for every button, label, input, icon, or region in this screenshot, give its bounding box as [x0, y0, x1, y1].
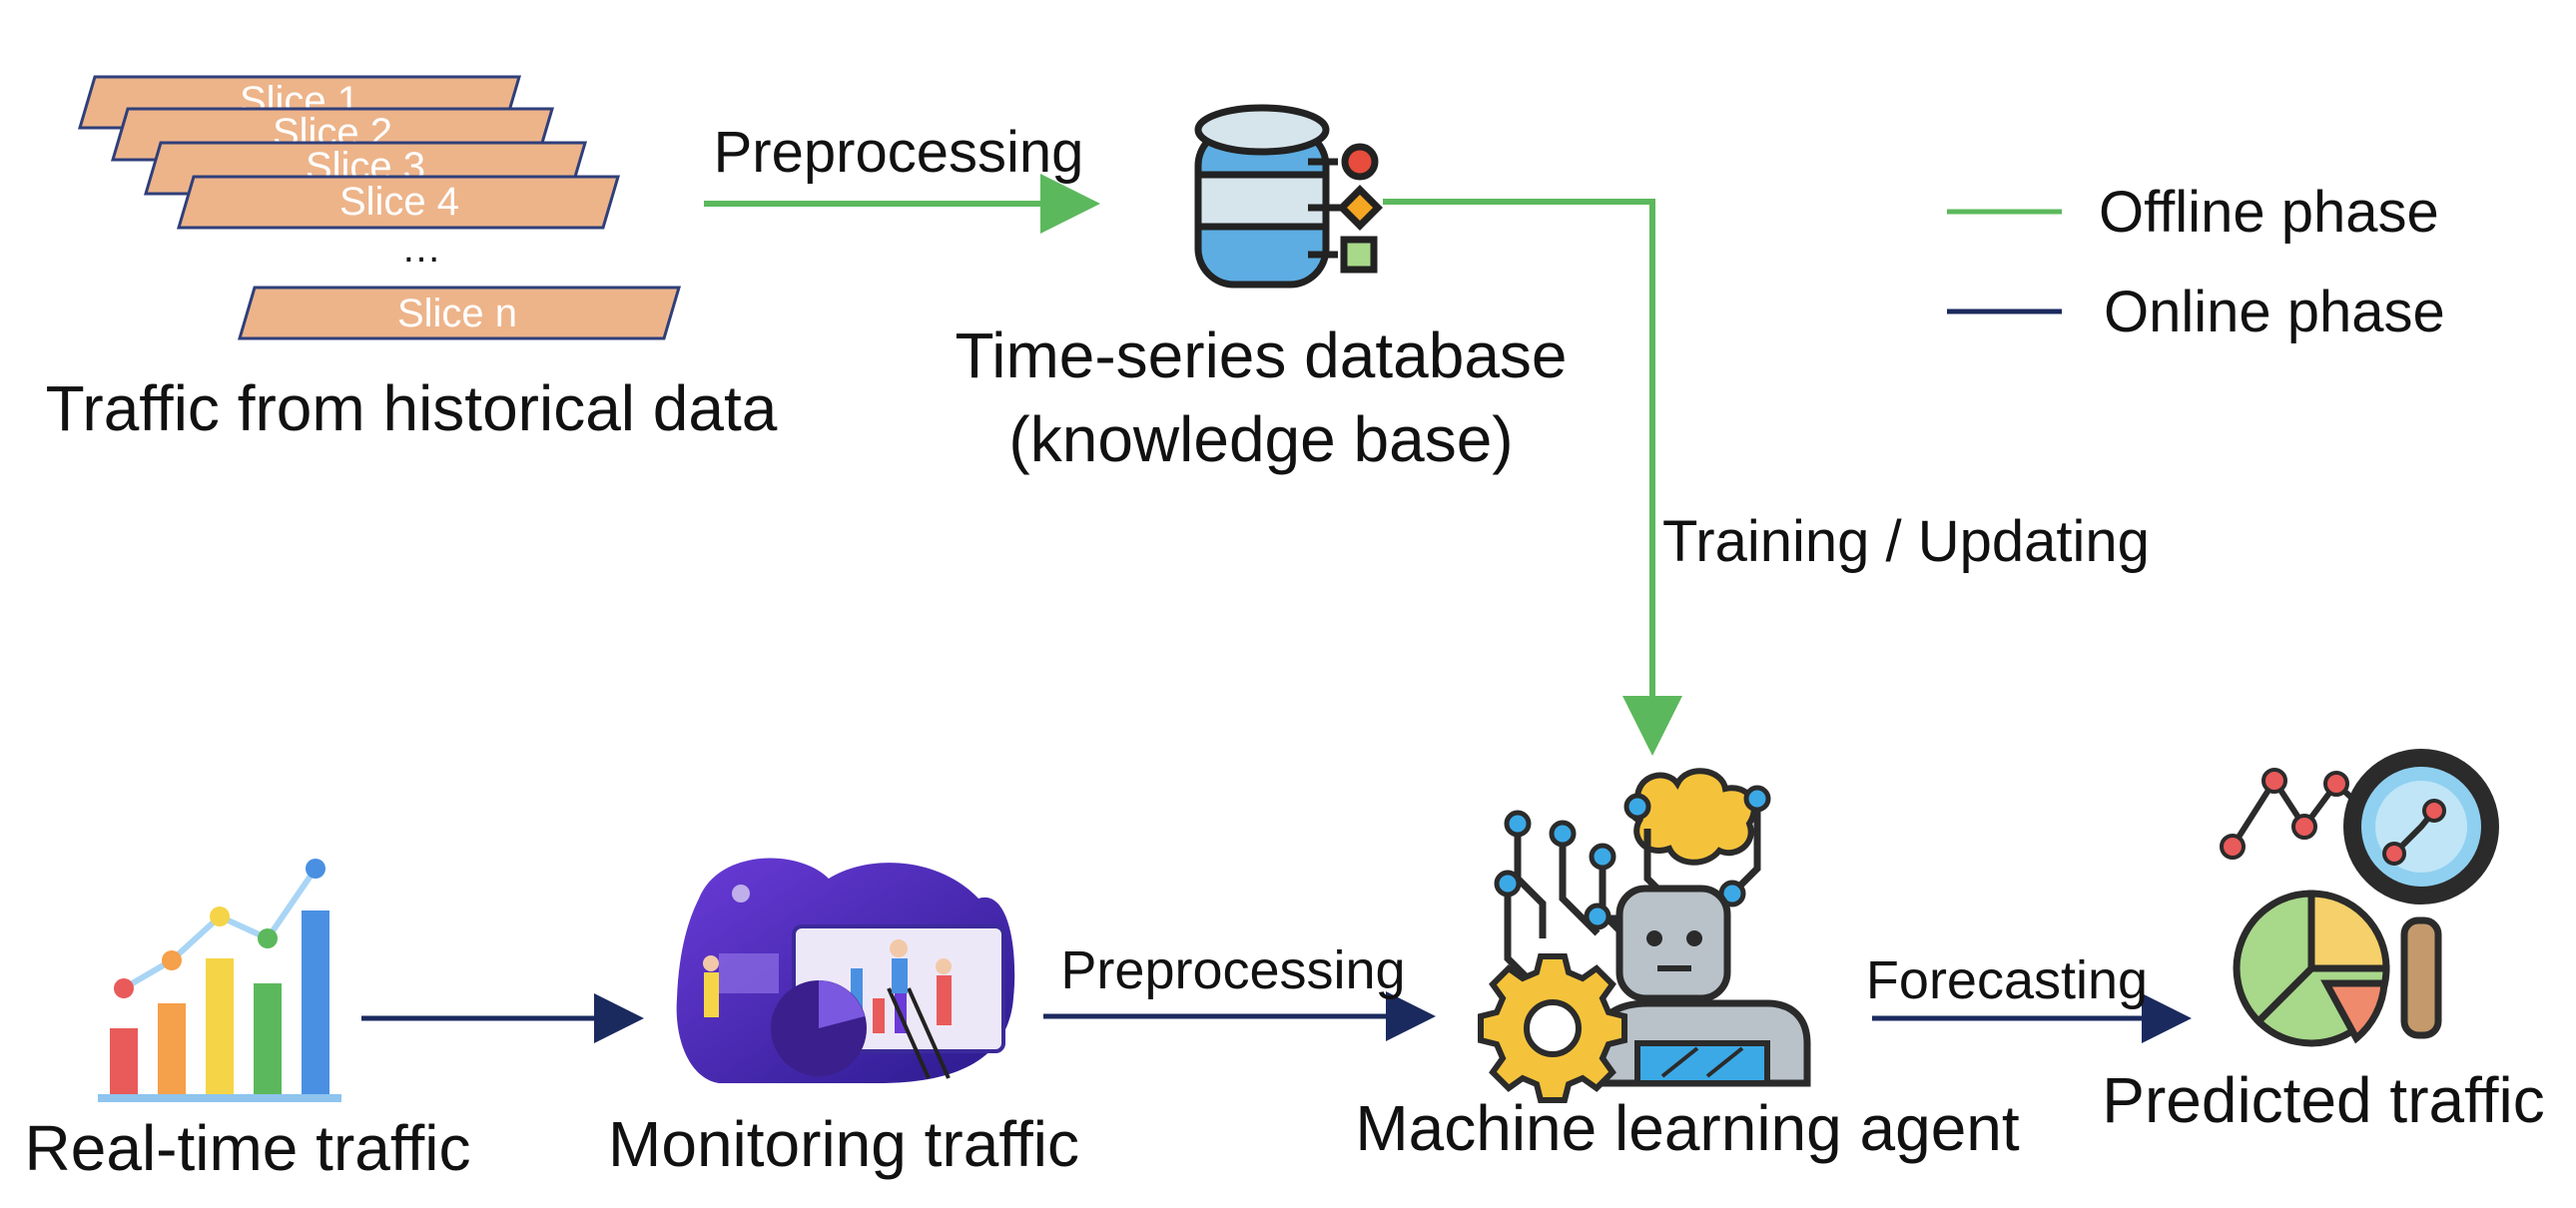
- legend-online-label: Online phase: [2104, 280, 2445, 344]
- slice-ellipsis: …: [401, 227, 441, 271]
- database-title: Time-series database: [956, 319, 1568, 391]
- database-subtitle: (knowledge base): [1008, 403, 1513, 475]
- slice-4-label: Slice 4: [339, 180, 459, 224]
- predicted-traffic-icon: [2220, 749, 2499, 1047]
- offline-preprocessing-label: Preprocessing: [714, 120, 1084, 185]
- forecasting-label: Forecasting: [1866, 950, 2148, 1010]
- monitoring-traffic-label: Monitoring traffic: [608, 1108, 1079, 1180]
- ml-agent-icon: [1478, 768, 1811, 1103]
- database-icon: [1194, 104, 1383, 289]
- historical-data-caption: Traffic from historical data: [46, 372, 778, 444]
- legend-offline-label: Offline phase: [2099, 180, 2439, 245]
- online-preprocessing-label: Preprocessing: [1060, 940, 1405, 1000]
- monitoring-illustration: [676, 858, 1015, 1083]
- bar-chart-icon: [98, 859, 341, 1102]
- slice-4: Slice 4: [176, 175, 621, 230]
- slice-n-label: Slice n: [397, 292, 517, 335]
- legend: Offline phase Online phase: [1947, 180, 2445, 344]
- training-label: Training / Updating: [1662, 509, 2150, 574]
- slice-n: Slice n: [237, 286, 682, 340]
- predicted-traffic-label: Predicted traffic: [2102, 1064, 2544, 1136]
- training-arrow: [1383, 199, 1682, 756]
- slice-stack: Slice 1 Slice 2 Slice 3 Slice 4 … Slice …: [77, 75, 682, 340]
- ml-agent-label: Machine learning agent: [1355, 1092, 2020, 1164]
- realtime-traffic-label: Real-time traffic: [25, 1112, 471, 1184]
